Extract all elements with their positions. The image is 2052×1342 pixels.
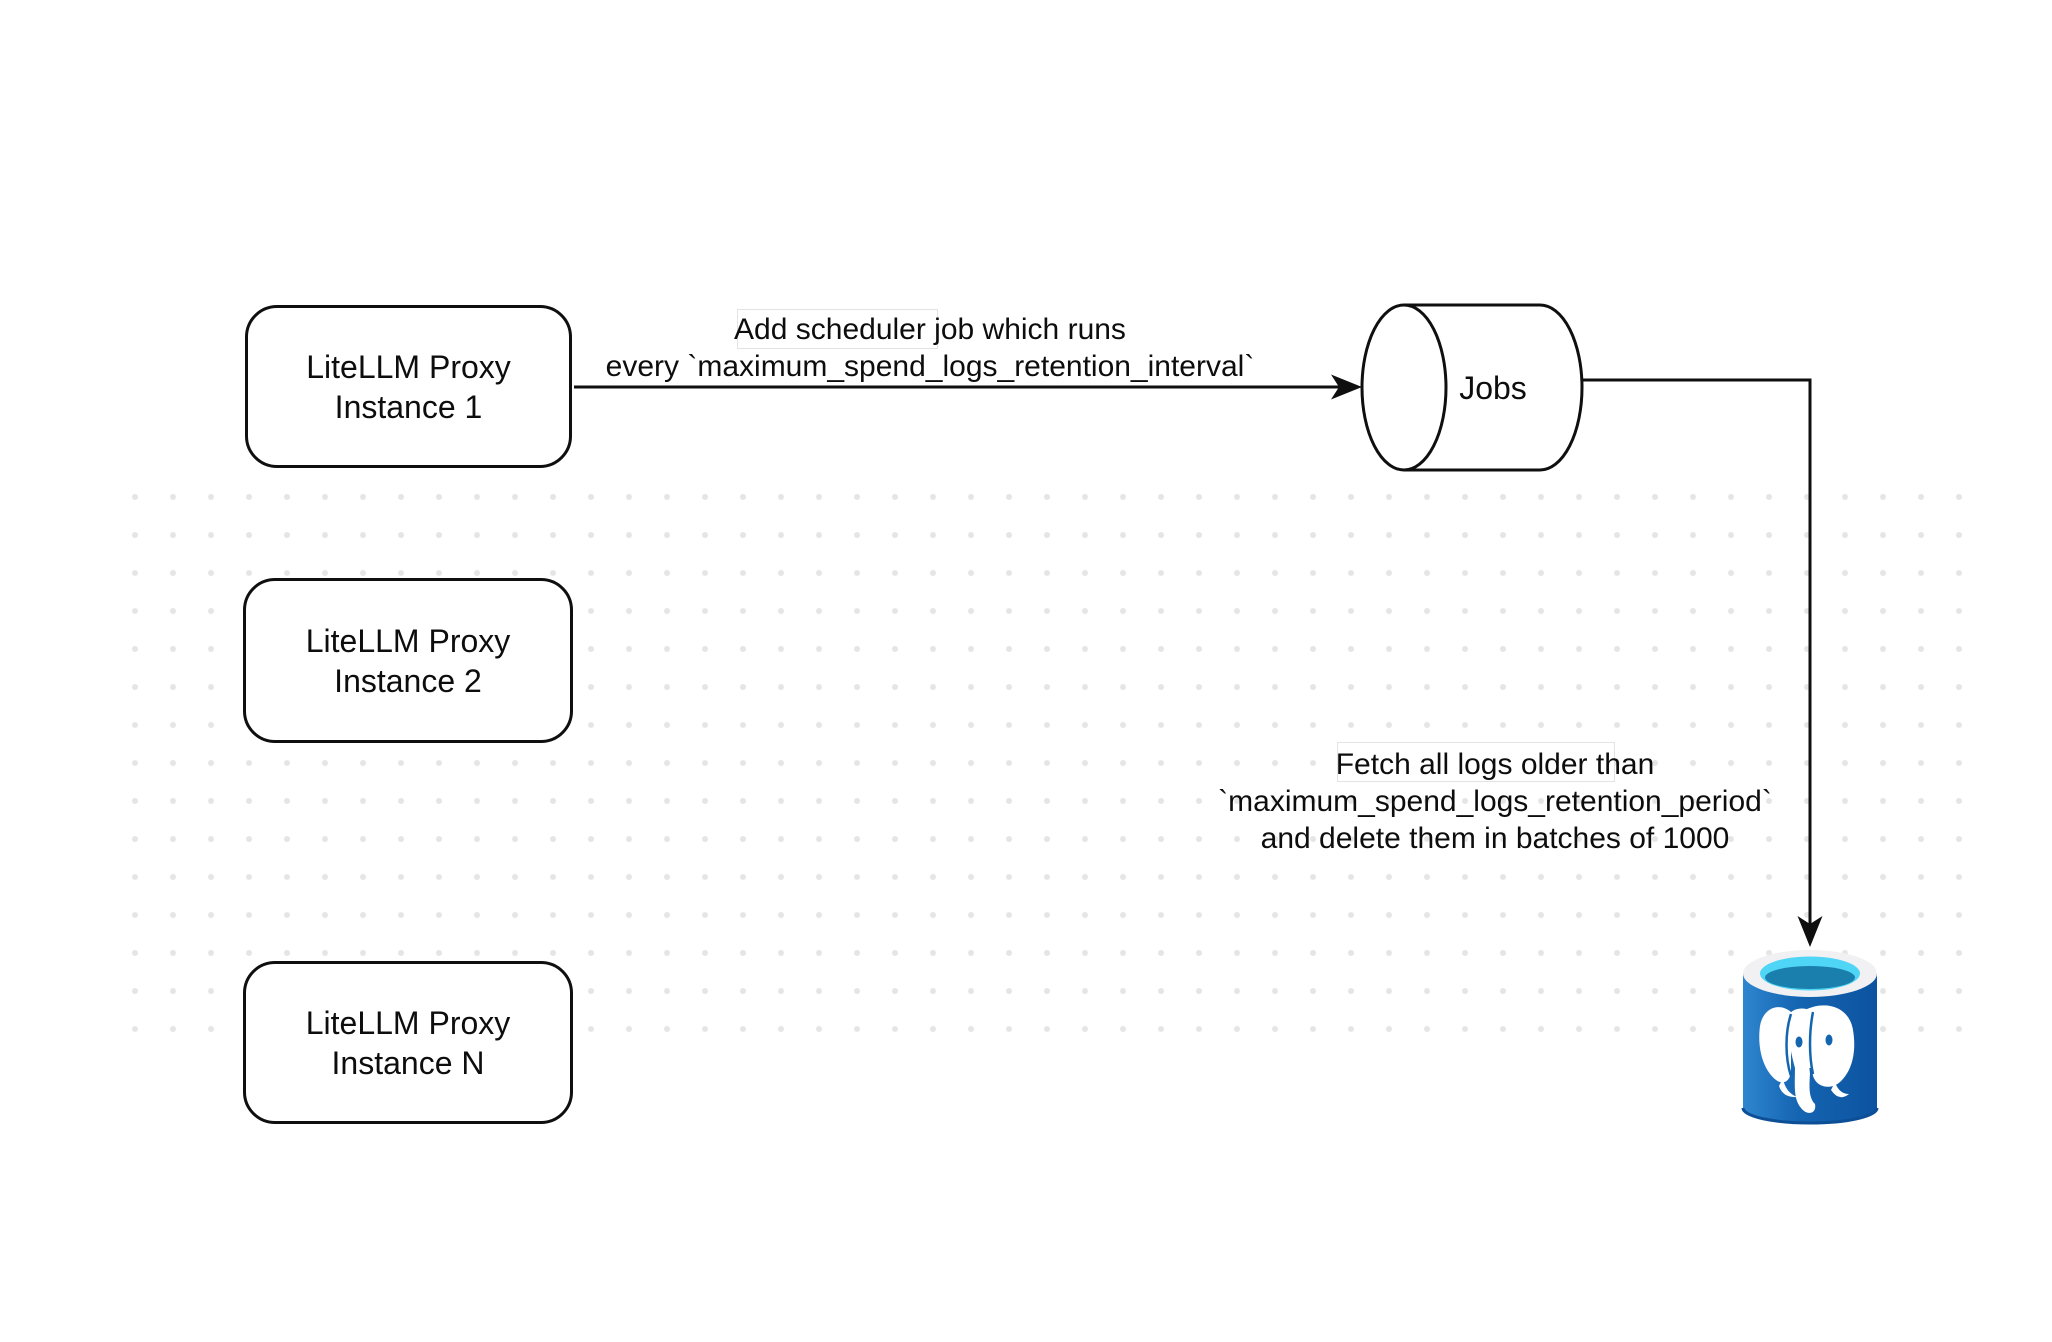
arrow-scheduler-job[interactable]	[574, 374, 1362, 400]
node-label-line: LiteLLM Proxy	[305, 1004, 511, 1041]
node-label-line: Instance 2	[334, 662, 482, 699]
postgres-opening-teal	[1765, 966, 1855, 989]
arrowhead-down-icon	[1797, 916, 1823, 947]
node-label-line: Instance 1	[334, 388, 483, 425]
postgres-cylinder-bottom-edge	[1741, 1107, 1879, 1125]
node-litellm-proxy-instance-1[interactable]: LiteLLM Proxy Instance 1	[245, 305, 572, 468]
node-litellm-proxy-instance-2[interactable]: LiteLLM Proxy Instance 2	[243, 578, 573, 743]
postgres-elephant-icon	[1759, 1005, 1855, 1113]
arrow-fetch-delete[interactable]	[1582, 378, 1823, 947]
label-background-box	[737, 309, 938, 349]
jobs-cylinder-body	[1404, 303, 1584, 472]
postgresql-icon[interactable]	[1741, 950, 1879, 1125]
node-label-line: LiteLLM Proxy	[305, 622, 511, 659]
label-background-box	[1337, 742, 1615, 782]
node-litellm-proxy-instance-n[interactable]: LiteLLM Proxy Instance N	[243, 961, 573, 1124]
arrow-fetch-line	[1582, 378, 1812, 928]
edge-label-line: Add scheduler job which runs	[734, 313, 1126, 346]
arrowhead-right-icon	[1331, 374, 1362, 400]
node-label-line: Instance N	[331, 1044, 485, 1081]
jobs-cylinder-face	[1360, 303, 1448, 472]
dot-grid-background	[116, 478, 1978, 1049]
edge-label-line: `maximum_spend_logs_retention_period`	[1218, 785, 1772, 818]
jobs-node-label: Jobs	[1459, 370, 1527, 406]
node-label-line: LiteLLM Proxy	[306, 348, 511, 385]
edge-label-line: and delete them in batches of 1000	[1260, 822, 1730, 855]
edge-label-line: Fetch all logs older than	[1335, 748, 1655, 781]
node-jobs-queue[interactable]	[1360, 303, 1584, 472]
edge-label-scheduler-job[interactable]: Add scheduler job which runs every `maxi…	[580, 311, 1280, 385]
edge-label-fetch-delete[interactable]: Fetch all logs older than `maximum_spend…	[1145, 746, 1845, 857]
edge-label-line: every `maximum_spend_logs_retention_inte…	[605, 350, 1255, 383]
